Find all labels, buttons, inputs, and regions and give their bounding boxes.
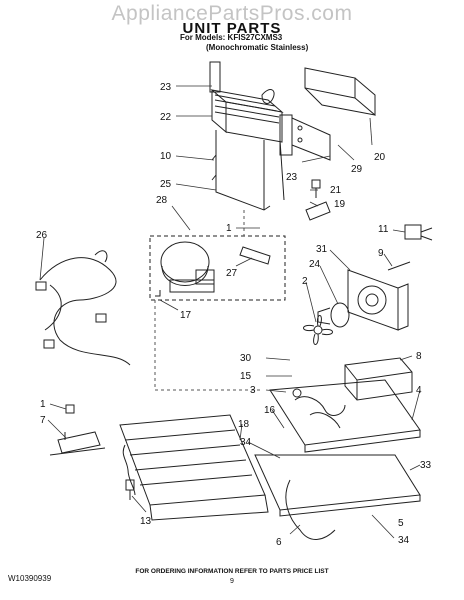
callout-17: 17 — [180, 310, 192, 321]
callout-24: 24 — [309, 259, 321, 270]
callout-28: 28 — [156, 195, 168, 206]
mounting-bracket-part — [211, 114, 293, 211]
callout-7: 7 — [40, 415, 46, 426]
model-number: For Models: KFIS27CXMS3 — [180, 33, 283, 42]
callout-27: 27 — [226, 268, 238, 279]
finish-label: (Monochromatic Stainless) — [206, 43, 309, 52]
drain-pan-part — [254, 454, 421, 517]
support-plate-part — [291, 117, 331, 161]
fan-blade-part — [303, 315, 333, 345]
document-number: W10390939 — [8, 574, 52, 583]
control-box-part — [344, 357, 413, 401]
callout-3: 3 — [250, 385, 256, 396]
callout-11: 11 — [378, 224, 389, 235]
callout-34-bottom: 34 — [398, 535, 410, 546]
callout-25: 25 — [160, 179, 172, 190]
callout-26: 26 — [36, 230, 48, 241]
grommet-13-part — [125, 479, 135, 500]
model-info: For Models: KFIS27CXMS3 (Monochromatic S… — [180, 33, 308, 53]
callout-2: 2 — [302, 276, 308, 287]
callout-15: 15 — [240, 371, 252, 382]
condenser-part — [119, 414, 269, 521]
callout-22: 22 — [160, 112, 172, 123]
callout-6: 6 — [276, 537, 282, 548]
ordering-note: FOR ORDERING INFORMATION REFER TO PARTS … — [135, 568, 329, 575]
watermark: AppliancePartsPros.com — [111, 2, 353, 25]
page-title: UNIT PARTS — [182, 20, 282, 37]
callout-31: 31 — [316, 244, 328, 255]
shroud-part — [304, 67, 376, 117]
fan-motor-part — [317, 302, 350, 328]
callout-13: 13 — [140, 516, 152, 527]
callout-16: 16 — [264, 405, 276, 416]
relay-part — [404, 224, 433, 241]
callout-29: 29 — [351, 164, 363, 175]
callout-21: 21 — [330, 185, 342, 196]
callout-4: 4 — [416, 385, 422, 396]
callout-8: 8 — [416, 351, 422, 362]
callout-19: 19 — [334, 199, 346, 210]
callout-30: 30 — [240, 353, 252, 364]
fan-bracket-part — [347, 261, 411, 331]
wire-harness-part — [35, 250, 131, 366]
compressor-group — [149, 235, 286, 301]
callout-34-mid: 34 — [240, 437, 252, 448]
callout-23-top: 23 — [160, 82, 172, 93]
callout-20: 20 — [374, 152, 386, 163]
callout-1-top: 1 — [226, 223, 232, 234]
callout-9: 9 — [378, 248, 384, 259]
callout-1-left: 1 — [40, 399, 46, 410]
callout-18: 18 — [238, 419, 250, 430]
bracket-7-part — [49, 404, 106, 456]
callout-5: 5 — [398, 518, 404, 529]
condenser-coil-part — [209, 61, 284, 143]
screw-clip-part — [305, 179, 331, 221]
base-plate-part — [269, 379, 421, 453]
drain-tube-part — [285, 479, 336, 540]
callout-23-right: 23 — [286, 172, 298, 183]
callout-33: 33 — [420, 460, 432, 471]
callout-10: 10 — [160, 151, 172, 162]
page-number: 9 — [230, 578, 234, 585]
